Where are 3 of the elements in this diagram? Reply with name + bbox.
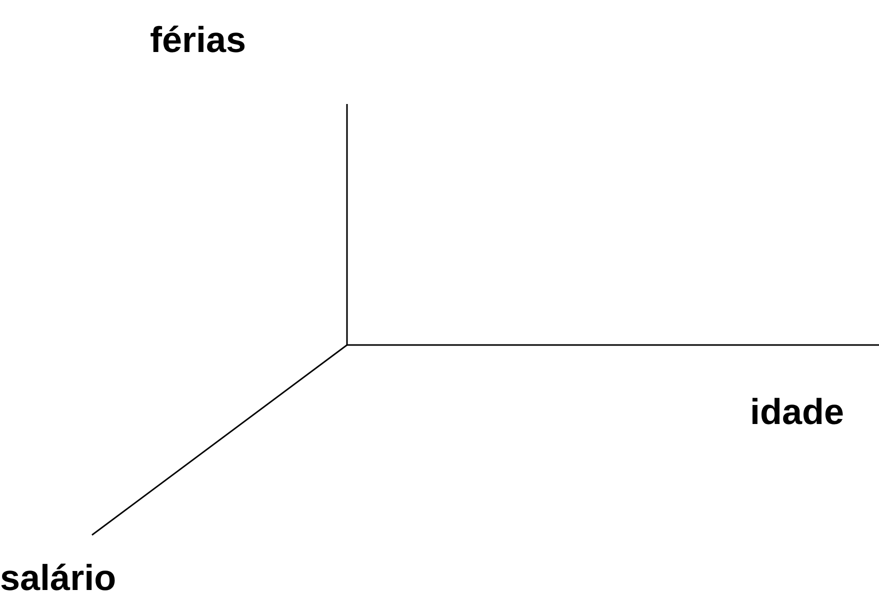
- axis-label: férias: [150, 20, 246, 60]
- axis-label: salário: [0, 558, 116, 596]
- axis-label: idade: [750, 392, 844, 432]
